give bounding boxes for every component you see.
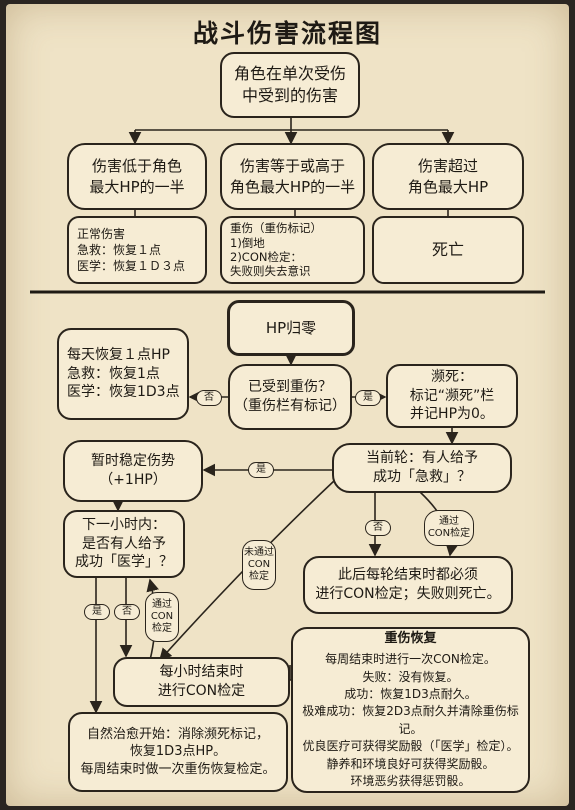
- label-pass-con-1-text: 通过 CON检定: [427, 516, 471, 539]
- label-pass-con-2-text: 通过 CON 检定: [150, 599, 174, 634]
- result-low-text: 正常伤害 急救：恢复１点 医学：恢复１Ｄ３点: [77, 226, 186, 274]
- label-fail-con: 未通过 CON 检定: [242, 540, 276, 590]
- label-yes-1: 是: [355, 390, 381, 406]
- daily-recover-text: 每天恢复１点HP 急救：恢复1点 医学：恢复1D3点: [67, 346, 180, 401]
- label-no-3: 否: [114, 604, 140, 620]
- recovery-node: 重伤恢复 每周结束时进行一次CON检定。 失败：没有恢复。 成功：恢复1D3点耐…: [291, 627, 530, 793]
- branch-equal: 伤害等于或高于 角色最大HP的一半: [220, 143, 365, 210]
- label-no-1-text: 否: [204, 392, 214, 403]
- label-no-2: 否: [365, 520, 391, 536]
- label-no-2-text: 否: [373, 522, 383, 533]
- hp-zero-node: HP归零: [227, 300, 355, 356]
- hourly-check-node: 每小时结束时 进行CON检定: [113, 657, 290, 707]
- result-exceed: 死亡: [372, 216, 524, 284]
- result-equal-text: 重伤（重伤标记） 1)倒地 2)CON检定： 失败则失去意识: [230, 221, 322, 279]
- after-round-node: 此后每轮结束时都必须 进行CON检定；失败则死亡。: [303, 556, 513, 614]
- recovery-body: 每周结束时进行一次CON检定。 失败：没有恢复。 成功：恢复1D3点耐久。 极难…: [302, 652, 519, 788]
- label-fail-con-text: 未通过 CON 检定: [244, 547, 274, 582]
- result-equal: 重伤（重伤标记） 1)倒地 2)CON检定： 失败则失去意识: [220, 216, 365, 284]
- start-node-text: 角色在单次受伤 中受到的伤害: [233, 64, 346, 105]
- branch-low: 伤害低于角色 最大HP的一半: [67, 143, 207, 210]
- natural-heal-text: 自然治愈开始：消除濒死标记， 恢复1D3点HP。 每周结束时做一次重伤恢复检定。: [80, 726, 276, 777]
- hp-zero-text: HP归零: [265, 318, 317, 337]
- label-yes-2-text: 是: [256, 464, 266, 475]
- stabilize-text: 暂时稳定伤势 （+1HP）: [91, 453, 175, 488]
- label-yes-3: 是: [84, 604, 110, 620]
- label-pass-con-1: 通过 CON检定: [424, 510, 474, 546]
- result-low: 正常伤害 急救：恢复１点 医学：恢复１Ｄ３点: [67, 216, 207, 284]
- current-round-text: 当前轮：有人给予 成功「急救」？: [366, 450, 478, 485]
- page-title: 战斗伤害流程图: [192, 19, 382, 48]
- dying-text: 濒死： 标记“濒死”栏 并记HP为0。: [409, 368, 495, 423]
- daily-recover-node: 每天恢复１点HP 急救：恢复1点 医学：恢复1D3点: [57, 328, 189, 420]
- next-hour-node: 下一小时内： 是否有人给予 成功「医学」？: [63, 510, 185, 578]
- serious-check-node: 已受到重伤？ （重伤栏有标记）: [228, 364, 352, 430]
- hourly-check-text: 每小时结束时 进行CON检定: [157, 664, 246, 699]
- label-pass-con-2: 通过 CON 检定: [145, 592, 179, 642]
- dying-node: 濒死： 标记“濒死”栏 并记HP为0。: [386, 364, 518, 428]
- serious-check-text: 已受到重伤？ （重伤栏有标记）: [234, 379, 346, 414]
- branch-low-text: 伤害低于角色 最大HP的一半: [89, 157, 185, 196]
- recovery-title: 重伤恢复: [384, 630, 437, 646]
- label-yes-1-text: 是: [363, 392, 373, 403]
- start-node: 角色在单次受伤 中受到的伤害: [220, 52, 360, 118]
- result-exceed-text: 死亡: [431, 240, 464, 260]
- next-hour-text: 下一小时内： 是否有人给予 成功「医学」？: [75, 516, 173, 571]
- branch-equal-text: 伤害等于或高于 角色最大HP的一半: [229, 157, 356, 196]
- label-no-1: 否: [196, 390, 222, 406]
- branch-exceed: 伤害超过 角色最大HP: [372, 143, 524, 210]
- current-round-node: 当前轮：有人给予 成功「急救」？: [332, 443, 512, 493]
- after-round-text: 此后每轮结束时都必须 进行CON检定；失败则死亡。: [315, 567, 501, 602]
- stabilize-node: 暂时稳定伤势 （+1HP）: [63, 440, 203, 502]
- label-no-3-text: 否: [122, 606, 132, 617]
- branch-exceed-text: 伤害超过 角色最大HP: [407, 157, 489, 196]
- label-yes-3-text: 是: [92, 606, 102, 617]
- natural-heal-node: 自然治愈开始：消除濒死标记， 恢复1D3点HP。 每周结束时做一次重伤恢复检定。: [68, 712, 288, 792]
- label-yes-2: 是: [248, 462, 274, 478]
